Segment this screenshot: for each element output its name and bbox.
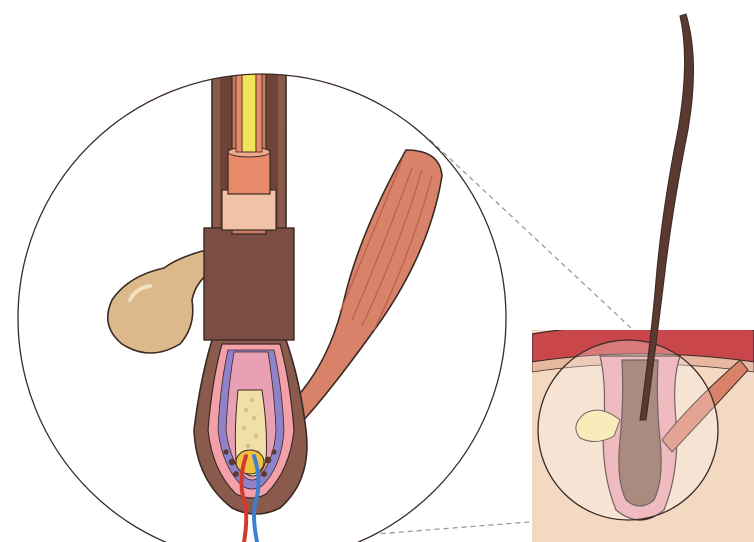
- medulla: [242, 74, 256, 152]
- cuticle-band: [222, 190, 276, 230]
- small-magnifier-circle: [538, 340, 718, 520]
- follicle-band: [204, 228, 294, 340]
